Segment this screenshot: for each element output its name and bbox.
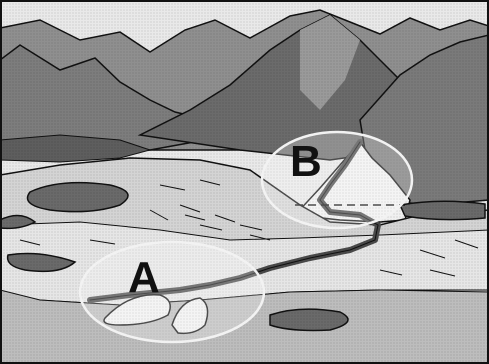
label-a: A [128, 253, 160, 302]
label-b: B [290, 137, 322, 186]
ellipse-a [80, 242, 264, 342]
ellipse-b [262, 132, 412, 228]
